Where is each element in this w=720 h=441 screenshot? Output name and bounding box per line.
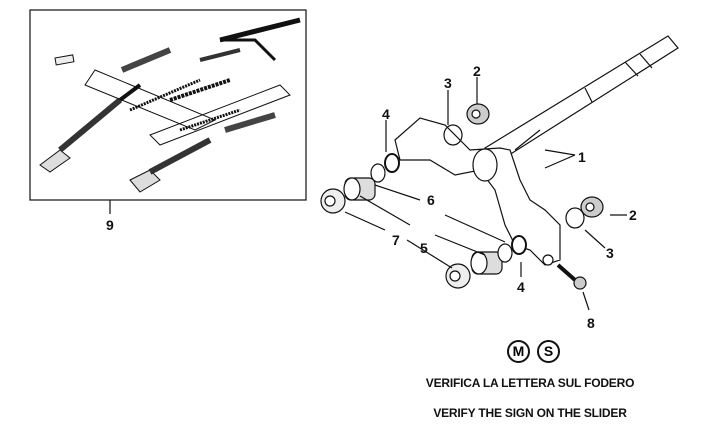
callout-4-bottom: 4 bbox=[517, 279, 525, 295]
assembly-inset-drawing bbox=[39, 17, 301, 193]
callout-3-bottom: 3 bbox=[606, 245, 614, 261]
callout-5: 5 bbox=[420, 240, 428, 256]
note-english: VERIFY THE SIGN ON THE SLIDER bbox=[433, 406, 627, 420]
callout-2-top: 2 bbox=[473, 63, 481, 79]
symbol-m: M bbox=[507, 340, 530, 363]
callout-1: 1 bbox=[578, 149, 586, 165]
assembly-inset-box bbox=[29, 9, 307, 201]
callout-7: 7 bbox=[392, 232, 400, 248]
callout-3-top: 3 bbox=[444, 75, 452, 91]
callout-8: 8 bbox=[587, 315, 595, 331]
callout-9: 9 bbox=[106, 217, 114, 233]
steering-tube bbox=[484, 35, 679, 163]
fork-bridge bbox=[394, 117, 561, 266]
bolt bbox=[556, 263, 587, 290]
callout-6: 6 bbox=[427, 192, 435, 208]
symbol-s: S bbox=[537, 340, 560, 363]
callout-2-bottom: 2 bbox=[629, 207, 637, 223]
note-italian: VERIFICA LA LETTERA SUL FODERO bbox=[425, 376, 635, 390]
callout-4-top: 4 bbox=[382, 106, 390, 122]
